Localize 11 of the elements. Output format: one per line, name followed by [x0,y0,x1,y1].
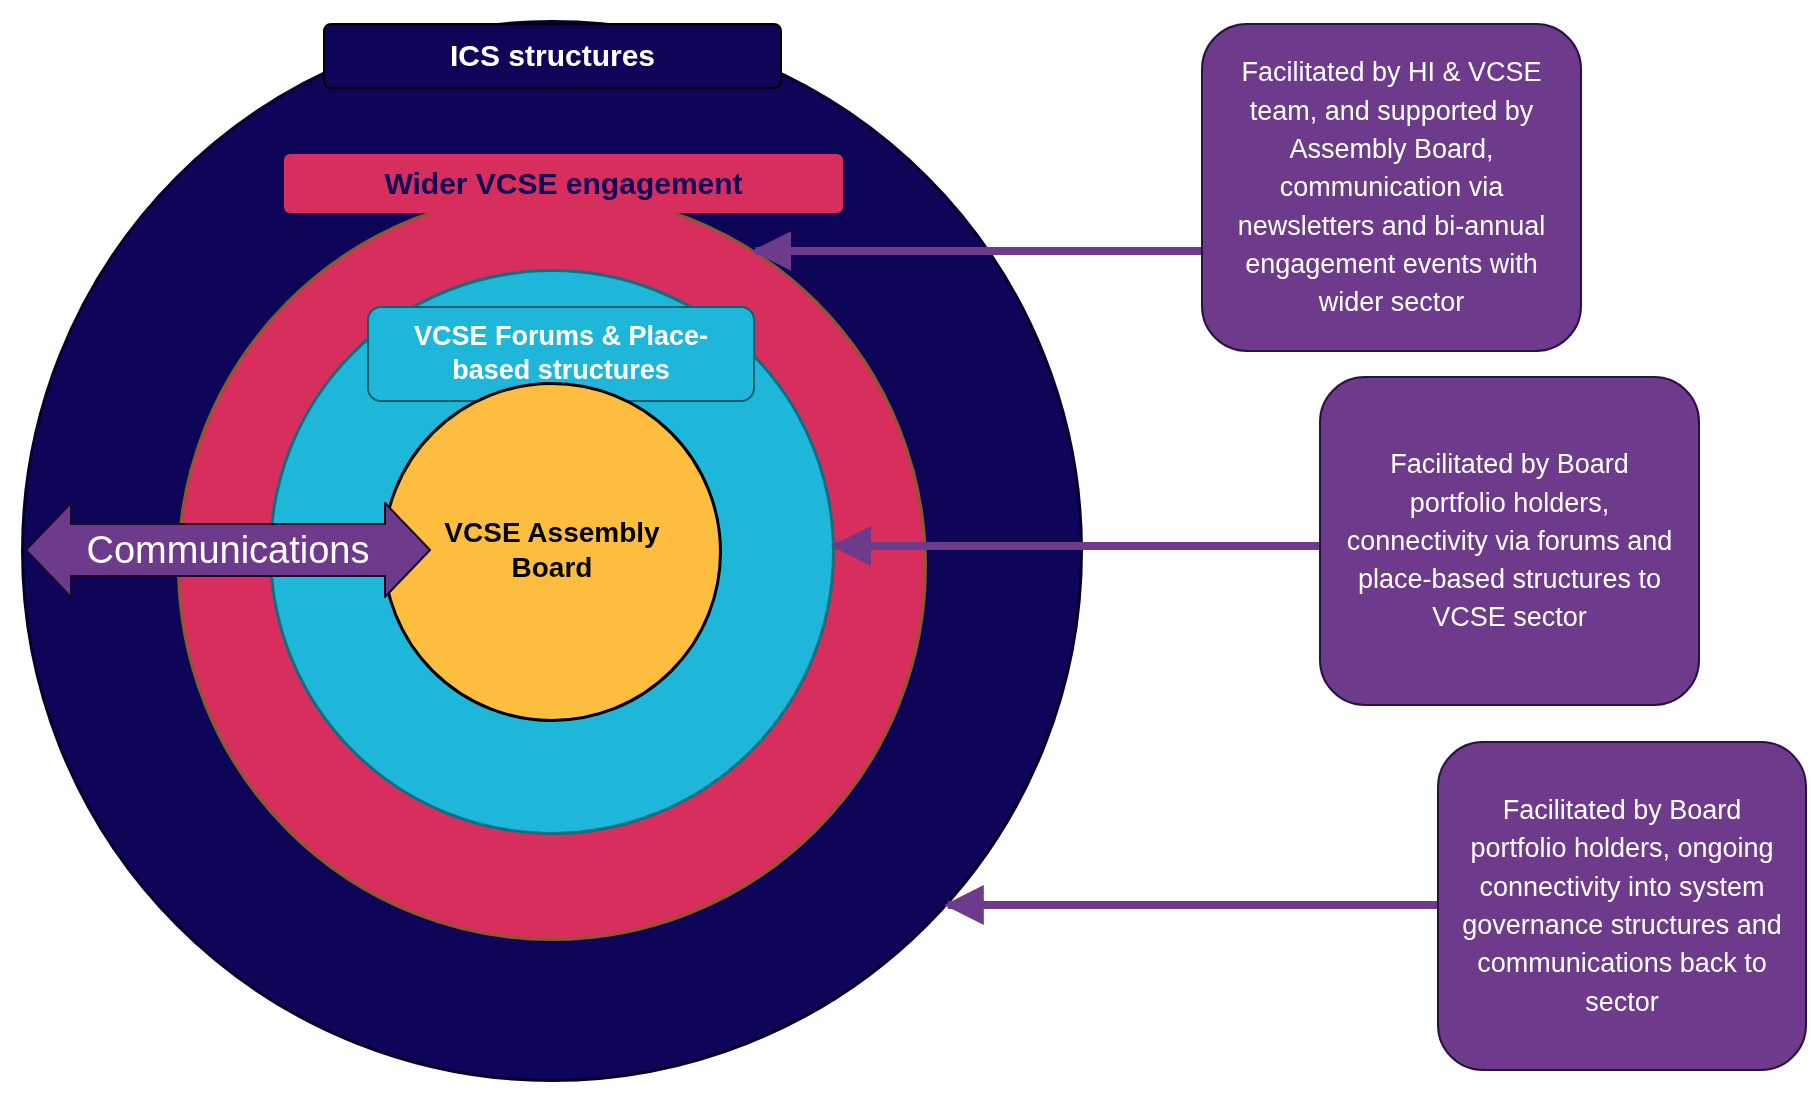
heading-banner: VCSE Forums & Place-based structures [367,306,755,402]
note-box: Facilitated by Board portfolio holders, connectivity via forums and place-based structures to VCSE sector [1319,376,1700,706]
heading-banner: ICS structures [323,23,782,89]
heading-banner: Wider VCSE engagement [284,154,843,213]
arrow-label: Communications [85,528,371,573]
note-box: Facilitated by HI & VCSE team, and supported by Assembly Board, communication via newsletters and bi-annual engagement events with wider sector [1201,23,1582,352]
note-box: Facilitated by Board portfolio holders, ongoing connectivity into system governance structures and communications back to sector [1437,741,1807,1071]
arrow [830,526,1319,566]
circle-label: VCSE Assembly Board [443,516,661,585]
arrow [943,885,1437,925]
arrow [751,231,1201,271]
